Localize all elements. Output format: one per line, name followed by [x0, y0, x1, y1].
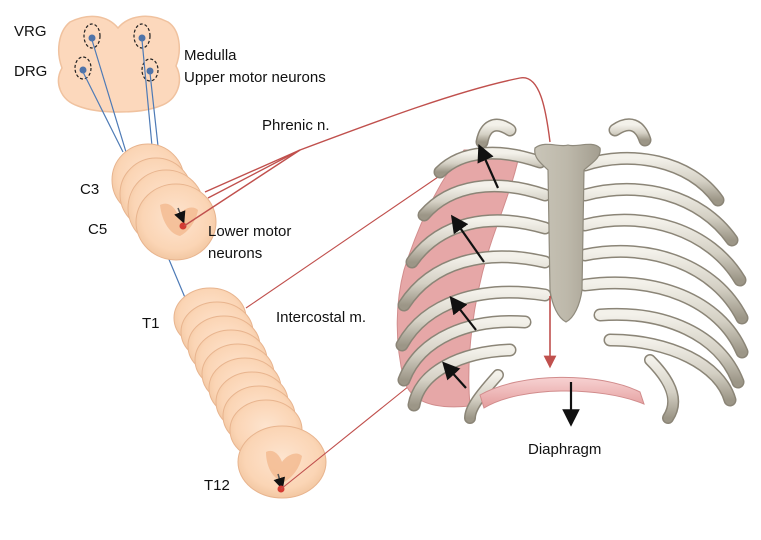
- thoracic-segments: [173, 287, 327, 499]
- phrenic-nerve-label: Phrenic n.: [262, 117, 330, 134]
- medulla-cross-section: [57, 15, 181, 113]
- intercostal-nerves: [245, 161, 461, 490]
- drg-label: DRG: [14, 63, 48, 80]
- medulla-label: Medulla: [184, 47, 237, 64]
- diaphragm-label: Diaphragm: [528, 441, 602, 458]
- c3-label: C3: [80, 181, 100, 198]
- vrg-label: VRG: [14, 23, 47, 40]
- sternum: [534, 143, 601, 323]
- cervical-segments: [111, 143, 217, 261]
- t12-label: T12: [204, 477, 230, 494]
- upper-motor-neurons-label: Upper motor neurons: [184, 69, 326, 86]
- intercostal-muscle-label: Intercostal m.: [276, 309, 367, 326]
- descending-tracts: [82, 39, 187, 301]
- t1-label: T1: [142, 315, 160, 332]
- lower-motor-neurons-label-line2: neurons: [208, 245, 263, 262]
- phrenic-nerve: [183, 77, 551, 227]
- movement-arrows: [442, 143, 580, 427]
- lower-motor-neurons-label-line1: Lower motor: [208, 223, 292, 240]
- c5-label: C5: [88, 221, 108, 238]
- ribcage: [395, 118, 749, 424]
- diaphragm: [479, 376, 645, 409]
